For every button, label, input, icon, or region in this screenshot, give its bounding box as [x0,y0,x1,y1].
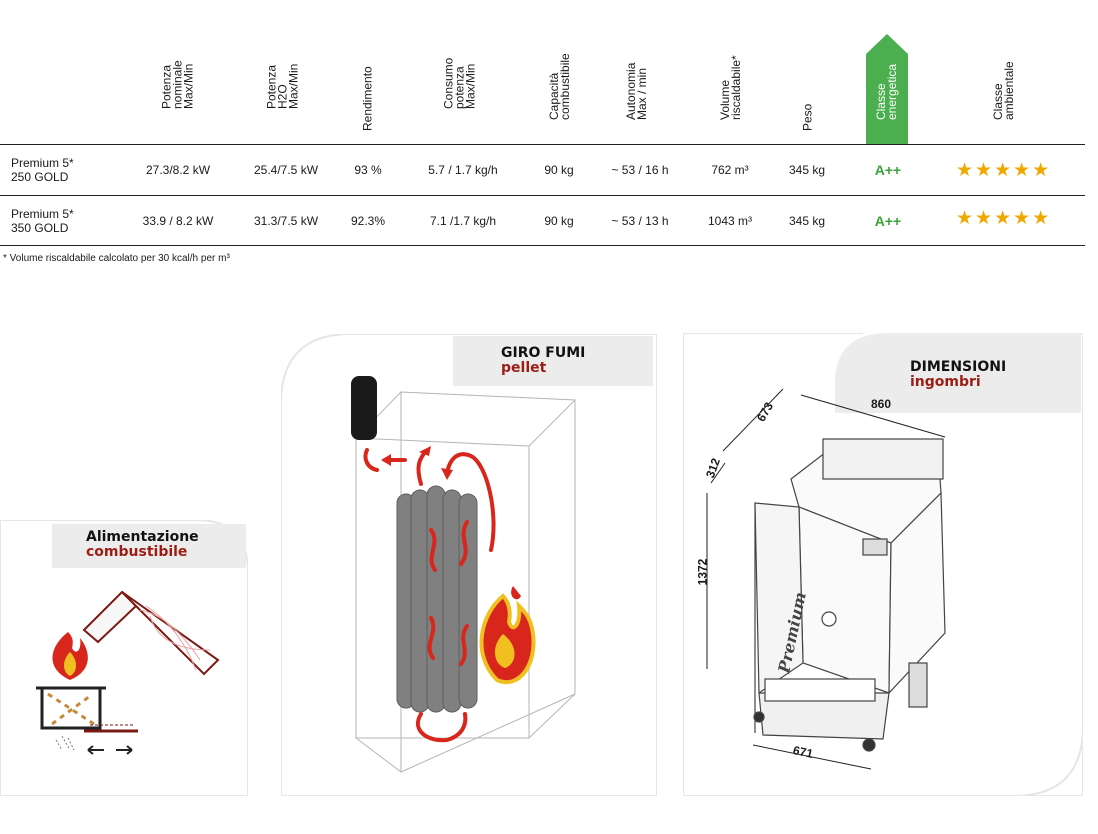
feed-panel: Alimentazione combustibile [0,520,248,796]
cell-consumo: 5.7 / 1.7 kg/h [428,163,498,177]
boiler-drawing [753,438,946,752]
flue-panel-title: GIRO FUMI pellet [501,345,586,376]
cell-consumo: 7.1 /1.7 kg/h [429,214,497,228]
hopper-illustration [82,590,220,676]
model-name: Premium 5*350 GOLD [11,207,74,235]
header-potenza-h2o: Potenza H2O Max/Min [264,63,301,109]
energy-class-badge: A++ [874,213,902,229]
dimension-width: 860 [871,397,892,411]
cell-peso: 345 kg [788,214,826,228]
cell-rendimento: 93 % [354,163,382,177]
smoke-flow-arrows [363,448,496,743]
flame-icon [52,632,88,680]
header-peso: Peso [800,103,815,131]
footnote: * Volume riscaldabile calcolato per 30 k… [3,253,230,264]
header-classe-ambientale: Classe ambientale [991,61,1016,120]
header-autonomia: Autonomia Max / min [624,62,649,120]
cell-rendimento: 92.3% [350,214,386,228]
double-arrow-icon [87,745,133,755]
dimensions-panel-frame [683,333,1083,796]
header-rendimento: Rendimento [360,66,375,131]
star-rating: ★★★★★ [956,160,1052,181]
model-name: Premium 5*250 GOLD [11,156,74,184]
cell-potenza-nominale: 27.3/8.2 kW [145,163,211,177]
dimension-lines [706,388,946,770]
energy-class-badge: A++ [874,162,902,178]
cell-peso: 345 kg [788,163,826,177]
dimension-height: 1372 [695,558,710,586]
burner-pot-illustration [36,686,138,751]
green-arrow-shape [866,34,908,144]
flue-panel-frame [281,334,657,796]
cell-autonomia: ~ 53 / 16 h [611,163,669,177]
energy-class-flag [866,34,908,144]
header-capacita: Capacità combustibile [547,53,572,120]
chimney-pipe [351,376,377,440]
feed-panel-title: Alimentazione combustibile [86,529,199,560]
header-consumo: Consumo potenza Max/Min [441,57,478,109]
cell-capacita: 90 kg [544,214,574,228]
flue-panel: GIRO FUMI pellet [281,334,657,796]
flame-icon [479,586,536,684]
cell-potenza-h2o: 31.3/7.5 kW [253,214,319,228]
cell-capacita: 90 kg [544,163,574,177]
cell-potenza-nominale: 33.9 / 8.2 kW [142,214,214,228]
dimensions-panel-title: DIMENSIONI ingombri [910,359,1007,390]
feed-panel-frame [0,520,248,796]
dimensions-panel: DIMENSIONI ingombri 860 673 312 1372 671… [683,333,1083,796]
header-classe-energetica: Classe energetica [874,63,899,120]
cell-volume: 762 m³ [711,163,749,177]
star-rating: ★★★★★ [956,208,1052,229]
heat-exchanger-tubes [396,485,478,713]
header-potenza-nominale: Potenza nominale Max/Min [159,60,196,109]
spec-table: Potenza nominale Max/Min Potenza H2O Max… [0,0,1098,270]
table-rule-bottom [0,245,1085,246]
cell-potenza-h2o: 25.4/7.5 kW [253,163,319,177]
header-volume: Volume riscaldabile* [718,55,743,120]
cell-autonomia: ~ 53 / 13 h [611,214,669,228]
cell-volume: 1043 m³ [707,214,753,228]
arrow-heads [381,446,453,480]
table-rule-mid [0,195,1085,196]
table-rule-top [0,144,1085,145]
